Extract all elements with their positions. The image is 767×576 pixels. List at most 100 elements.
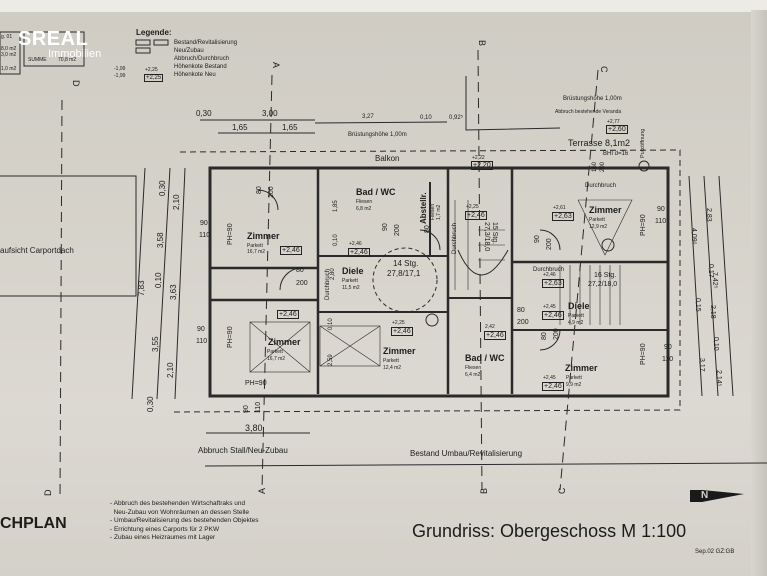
legend-item: Höhenkote Bestand (174, 64, 227, 70)
stair-ratio: 27,8/17,1 (387, 269, 421, 278)
window-dim: 110 (196, 338, 208, 345)
door-arc (257, 189, 279, 211)
door-arc (539, 329, 561, 351)
left-dim: 3,58 (156, 232, 165, 248)
logo-brand: SREAL (18, 28, 89, 50)
table-cell: 8,0 m2 (1, 46, 17, 52)
balcony-outline (169, 149, 681, 413)
stair-ratio: 27,2/18,0 (588, 281, 618, 288)
kote-small: +2,46 (349, 241, 362, 247)
door-dim: 80 (541, 332, 548, 340)
window-dim: 90 (664, 344, 672, 351)
section-line-c (559, 69, 599, 491)
door-dim: 200 (517, 319, 529, 326)
paper-right-edge (751, 10, 767, 576)
terrace-dim: 160 (592, 161, 598, 172)
left-dim: 3,63 (169, 284, 178, 300)
note-line: - Abbruch des bestehenden Wirtschaftraks… (110, 500, 246, 507)
window-dim: 90 (197, 326, 205, 333)
left-dim: 0,30 (158, 180, 167, 196)
room-floor: Parkett (568, 313, 584, 319)
left-dim: 0,10 (154, 272, 163, 288)
terrace-dim: 200 (600, 161, 606, 172)
room-floor: Parkett (247, 243, 263, 249)
bottom-label-left: Abbruch Stall/Neu-Zubau (198, 446, 288, 455)
door-dim: 90 (534, 235, 541, 243)
right-dim: 4,09⁵ (690, 228, 697, 245)
legend-title: Legende: (136, 28, 172, 37)
wall-dim: 2,59 (328, 354, 334, 366)
door-dim: 90 (382, 223, 389, 231)
kote: +2,46 (348, 248, 370, 257)
revision-note: Sep.02 GZ:GB (695, 549, 735, 555)
room-kote-small: +2,45 (543, 375, 556, 381)
bottom-dim: 3,80 (245, 423, 263, 433)
room-area: 6,8 m2 (356, 206, 372, 212)
legend-symbol-bestand (135, 39, 151, 46)
room-name: Zimmer (565, 363, 598, 373)
door-dim: 80 (517, 307, 525, 314)
balkon-kote-small: +2,22 (472, 155, 485, 161)
section-marker-c-bottom: C (557, 487, 567, 495)
table-cell: g. 01 (1, 34, 13, 40)
kote-neu-small: +2,25 (145, 67, 158, 73)
bed-diagonal (319, 325, 381, 367)
legend-item: Neu/Zubau (174, 48, 204, 54)
note-line: - Umbau/Revitalisierung des bestehenden … (110, 517, 259, 524)
right-dim-outer (688, 175, 703, 397)
legend-symbol-bestand-2 (153, 39, 169, 46)
left-dim-middle (156, 167, 171, 400)
window-dim: 110 (255, 401, 262, 413)
window-dim: 110 (199, 232, 211, 239)
wall-dim: 0,10 (333, 234, 339, 246)
window-label: PH=90 (640, 214, 647, 236)
wall-dim: 0,10 (328, 318, 334, 330)
section-marker-d: D (71, 80, 81, 87)
room-area: 9,9 m2 (566, 382, 582, 388)
window-dim: 110 (655, 218, 667, 225)
carport-label: aufsicht Carportdach (0, 246, 74, 255)
legend-symbol-neu (135, 47, 151, 54)
top-dim-line-2 (314, 121, 448, 124)
left-info-box-2 (23, 31, 85, 67)
door-dim: 80 (296, 267, 304, 274)
section-marker-a-bottom: A (257, 487, 267, 494)
bottom-label-right: Bestand Umbau/Revitalisierung (410, 449, 523, 458)
bottom-base-line (204, 462, 767, 467)
left-dim: 2,10 (166, 362, 175, 378)
note-line: - Errichtung eines Carports für 2 PKW (110, 525, 220, 533)
wall-dim: 2,80 (330, 268, 336, 280)
kote-small: +2,25 (466, 204, 479, 210)
room-floor: Fliesen (356, 199, 373, 205)
kote: +2,63 (542, 279, 564, 288)
room-kote-small: +2,45 (543, 304, 556, 310)
stair-curve (457, 249, 509, 276)
logo-sub: Immobilien (48, 48, 102, 60)
room-name: Zimmer (247, 231, 280, 241)
section-marker-d-bottom: D (43, 489, 53, 497)
stair-treads-2 (454, 200, 505, 290)
north-label: N (701, 490, 709, 501)
wall-dim: 1,85 (333, 200, 339, 212)
room-area: 6,4 m2 (465, 372, 481, 378)
section-line-b (477, 49, 483, 491)
left-dim: 2,10 (172, 194, 181, 210)
exterior-wall (208, 166, 670, 398)
kote-neu-box: +2,25 (144, 74, 164, 82)
room-area: 12,4 m2 (383, 365, 402, 371)
right-dim: 2,18 (709, 305, 716, 319)
room-area: 11,5 m2 (342, 285, 360, 291)
bruestung-note: Brüstungshöhe 1,00m (348, 132, 407, 138)
door-dim: 200 (268, 186, 275, 198)
top-dim: 3,00 (262, 109, 278, 118)
room-name: Bad / WC (356, 187, 396, 197)
room-floor: Parkett (267, 349, 283, 355)
balkon-kote: +2,20 (471, 161, 493, 170)
section-marker-b-bottom: B (479, 487, 489, 494)
top-dim: 0,10 (420, 115, 432, 121)
kote-small: +2,46 (543, 272, 556, 278)
right-dim: 0,10 (712, 337, 719, 351)
left-info-box (0, 31, 21, 75)
left-dim: 7,83 (137, 280, 146, 296)
